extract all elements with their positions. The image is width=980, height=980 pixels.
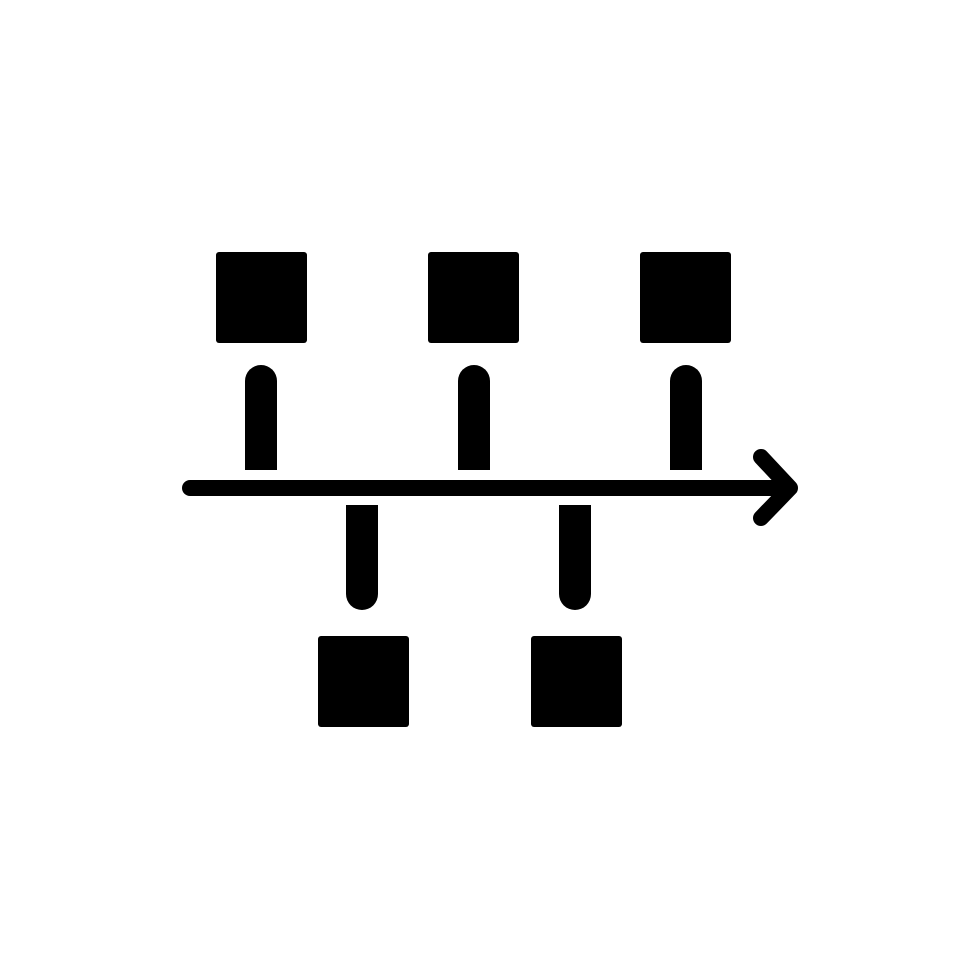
milestone-box-bottom-2 [531,636,622,727]
milestone-box-bottom-1 [318,636,409,727]
milestone-box-top-2 [428,252,519,343]
connector-bottom-2 [559,505,591,610]
timeline-arrow-head [753,449,798,526]
milestone-box-top-1 [216,252,307,343]
connector-top-3 [670,365,702,470]
connector-top-2 [458,365,490,470]
milestone-box-top-3 [640,252,731,343]
connector-top-1 [245,365,277,470]
connector-bottom-1 [346,505,378,610]
